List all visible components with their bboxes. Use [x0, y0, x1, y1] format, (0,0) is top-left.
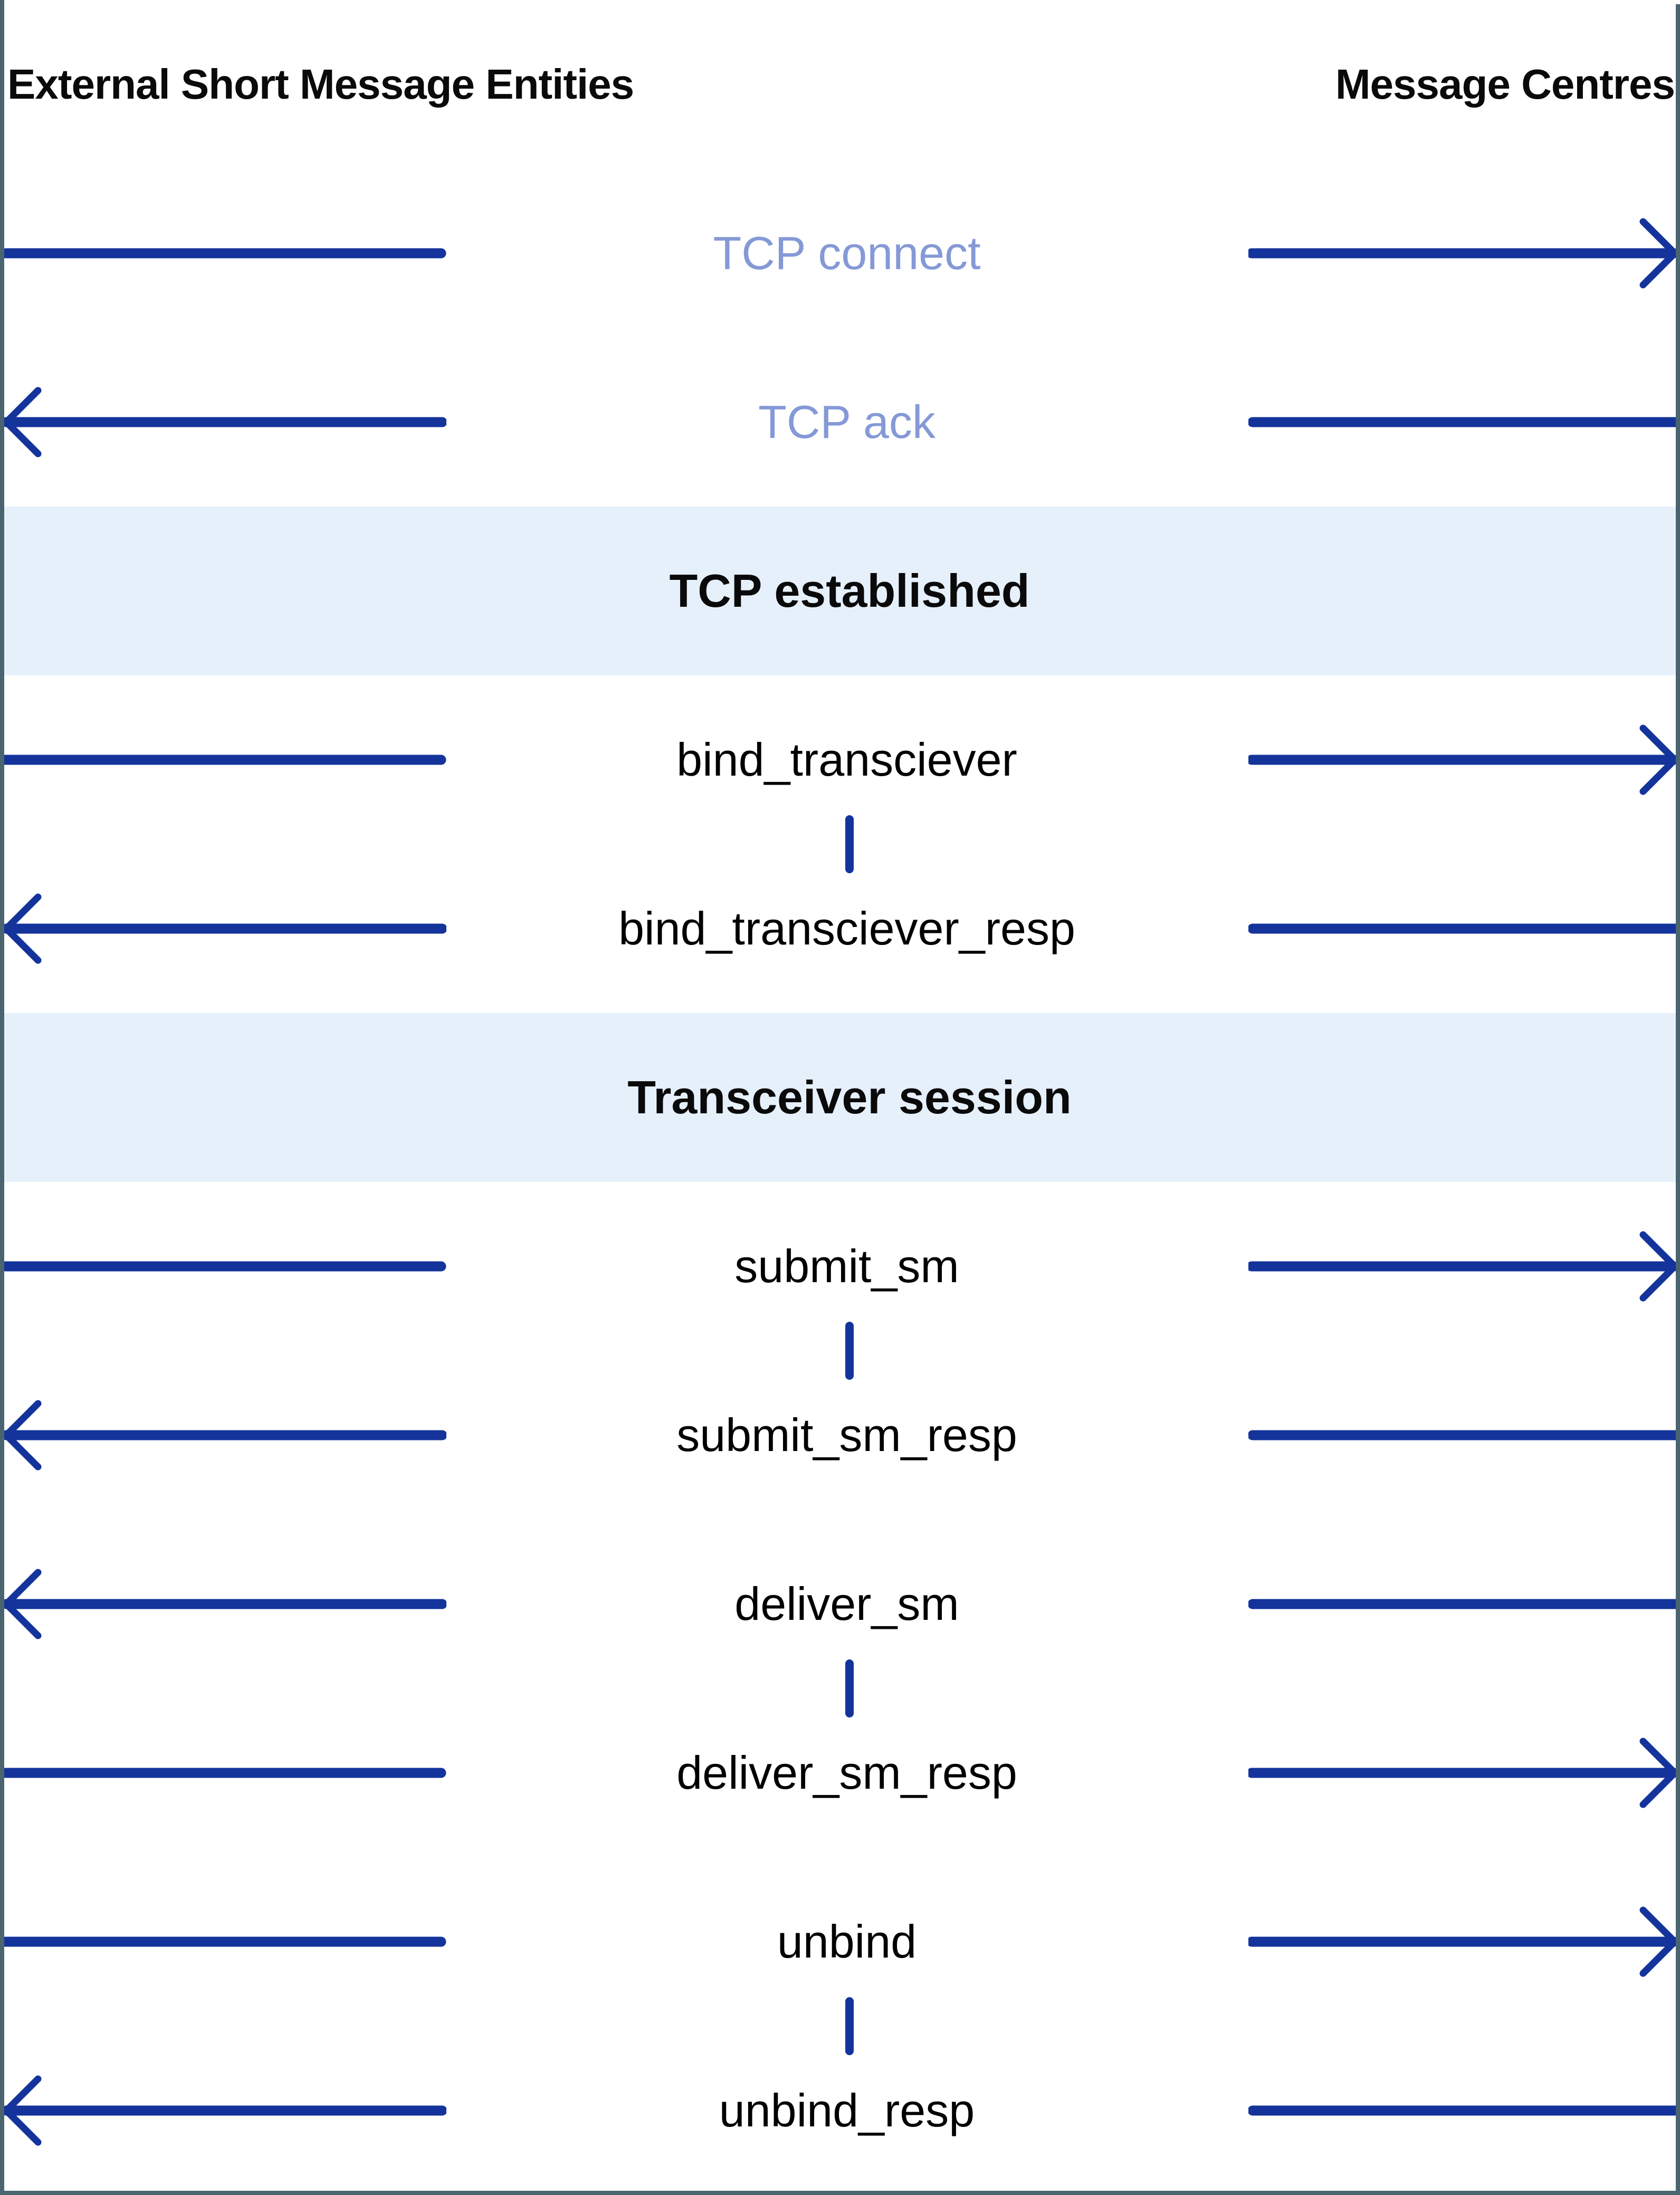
arrow-left-icon [1, 387, 446, 457]
message-label: unbind_resp [719, 2084, 975, 2136]
arrow-right-icon [1248, 1906, 1679, 1977]
arrow-shaft-right [1248, 2105, 1680, 2116]
arrow-shaft-right [1248, 923, 1680, 934]
message-label: submit_sm [734, 1240, 959, 1292]
message-row-submit-sm: submit_sm [0, 1224, 1680, 1309]
message-row-tcp-connect: TCP connect [0, 211, 1680, 295]
arrow-right-icon [1248, 1738, 1679, 1808]
arrow-shaft-left [0, 1261, 446, 1272]
left-column-header: External Short Message Entities [7, 61, 634, 108]
message-row-deliver-sm: deliver_sm [0, 1562, 1680, 1646]
request-response-connector [845, 1997, 854, 2055]
state-band-label: Transceiver session [627, 1071, 1072, 1123]
arrow-right-icon [1248, 724, 1679, 795]
request-response-connector [845, 815, 854, 873]
arrow-shaft-right [1248, 417, 1680, 427]
arrow-left-icon [1, 1569, 446, 1639]
request-response-connector [845, 1659, 854, 1717]
arrow-shaft-left [0, 1768, 446, 1778]
frame-border-right [1676, 4, 1680, 2195]
arrow-shaft-right [1248, 1430, 1680, 1440]
arrow-right-icon [1248, 1231, 1679, 1302]
arrow-right-icon [1248, 218, 1679, 289]
message-label: bind_transciever_resp [618, 902, 1075, 955]
state-band-tcp-established: TCP established [0, 507, 1680, 675]
arrow-shaft-left [0, 755, 446, 765]
message-label: TCP ack [758, 396, 936, 448]
state-band-transceiver-session: Transceiver session [0, 1013, 1680, 1182]
message-label: TCP connect [713, 227, 981, 279]
state-band-label: TCP established [669, 565, 1030, 617]
request-response-connector [845, 1322, 854, 1380]
frame-border-left [0, 0, 4, 2195]
message-row-unbind: unbind [0, 1900, 1680, 1984]
message-label: deliver_sm [734, 1578, 959, 1630]
arrow-shaft-left [0, 1936, 446, 1947]
right-column-header: Message Centres [1335, 61, 1675, 108]
message-row-tcp-ack: TCP ack [0, 380, 1680, 464]
message-row-bind-transciever-resp: bind_transciever_resp [0, 886, 1680, 971]
arrow-shaft-right [1248, 1599, 1680, 1609]
arrow-left-icon [1, 1400, 446, 1471]
arrow-left-icon [1, 2075, 446, 2146]
message-row-unbind-resp: unbind_resp [0, 2068, 1680, 2153]
message-label: submit_sm_resp [676, 1409, 1017, 1461]
message-label: bind_transciever [676, 733, 1017, 786]
message-row-deliver-sm-resp: deliver_sm_resp [0, 1731, 1680, 1815]
message-row-submit-sm-resp: submit_sm_resp [0, 1393, 1680, 1477]
message-label: deliver_sm_resp [676, 1747, 1017, 1799]
arrow-shaft-left [0, 248, 446, 259]
message-row-bind-transciever: bind_transciever [0, 718, 1680, 802]
arrow-left-icon [1, 893, 446, 964]
frame-border-bottom [0, 2191, 1680, 2195]
message-label: unbind [777, 1915, 917, 1968]
